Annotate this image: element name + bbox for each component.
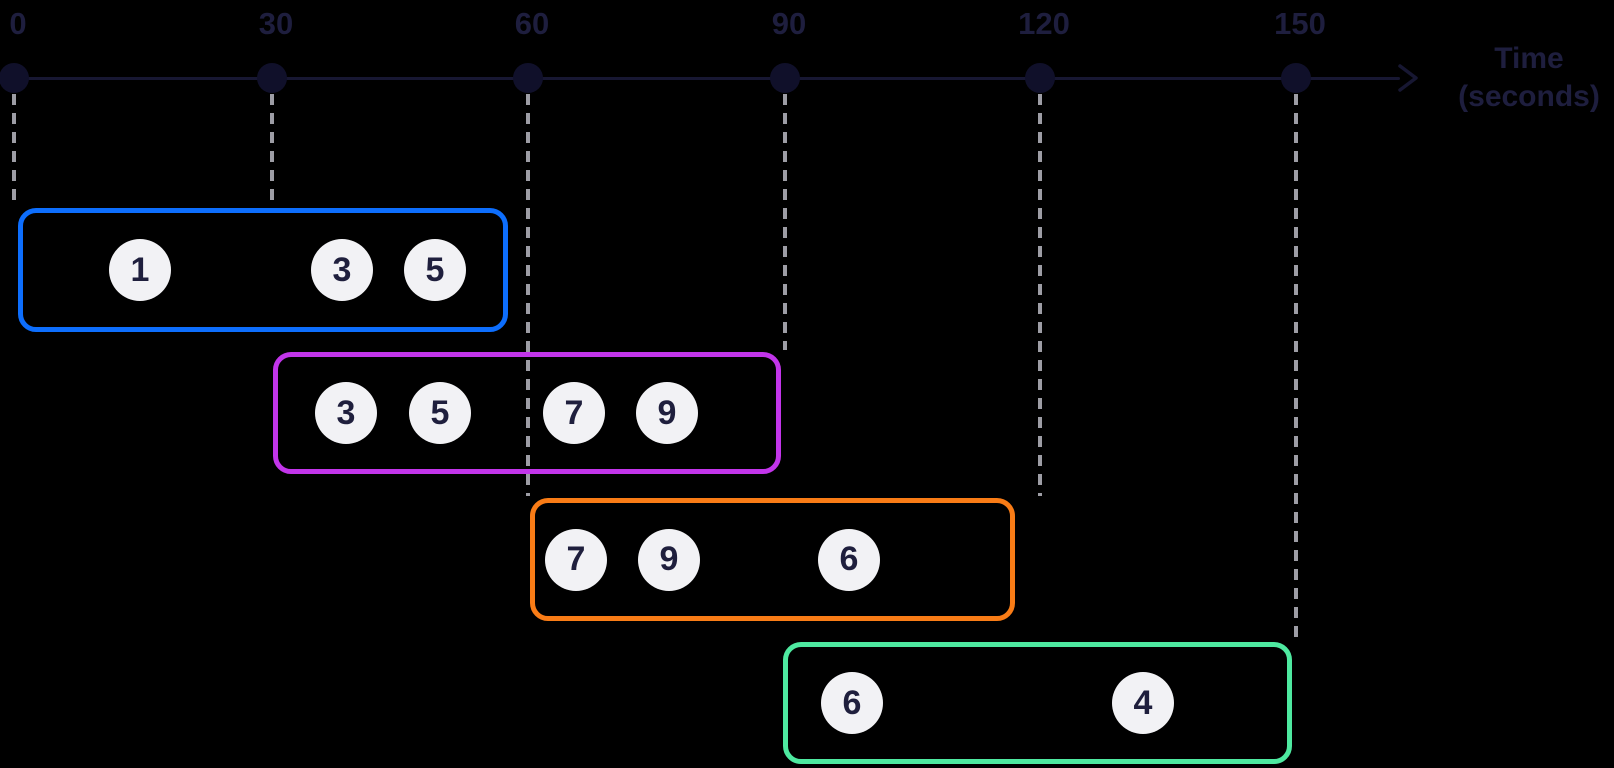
- axis-arrowhead-icon: [1392, 63, 1422, 93]
- tick-dashline-120: [1038, 94, 1042, 496]
- axis-caption-line1: Time: [1494, 42, 1564, 75]
- event-chip-7: 7: [543, 382, 605, 444]
- tick-dot-0: [0, 63, 29, 93]
- event-chip-7: 7: [545, 528, 607, 591]
- tick-label-60: 60: [514, 6, 550, 41]
- tick-dashline-90: [783, 94, 787, 350]
- tick-label-150: 150: [1274, 6, 1326, 41]
- tick-dashline-150: [1294, 94, 1298, 640]
- tick-label-30: 30: [258, 6, 294, 41]
- axis-caption: Time (seconds): [1444, 40, 1614, 116]
- tick-label-90: 90: [771, 6, 807, 41]
- event-chip-5: 5: [404, 239, 466, 301]
- tick-dot-30: [257, 63, 287, 93]
- tick-dashline-30: [270, 94, 274, 206]
- event-chip-6: 6: [818, 528, 880, 591]
- event-chip-3: 3: [311, 239, 373, 301]
- event-chip-3: 3: [315, 382, 377, 444]
- tick-dot-150: [1281, 63, 1311, 93]
- event-chip-9: 9: [638, 528, 700, 591]
- tick-dashline-60: [526, 94, 530, 496]
- event-chip-1: 1: [109, 239, 171, 301]
- tick-dot-120: [1025, 63, 1055, 93]
- event-chip-5: 5: [409, 382, 471, 444]
- tick-label-120: 120: [1018, 6, 1070, 41]
- time-axis-line: [14, 77, 1400, 80]
- event-chip-4: 4: [1112, 672, 1174, 734]
- axis-caption-line2: (seconds): [1458, 80, 1600, 113]
- event-chip-9: 9: [636, 382, 698, 444]
- tick-dot-90: [770, 63, 800, 93]
- tick-dashline-0: [12, 94, 16, 206]
- tick-dot-60: [513, 63, 543, 93]
- tick-label-0: 0: [9, 6, 27, 41]
- event-chip-6: 6: [821, 672, 883, 734]
